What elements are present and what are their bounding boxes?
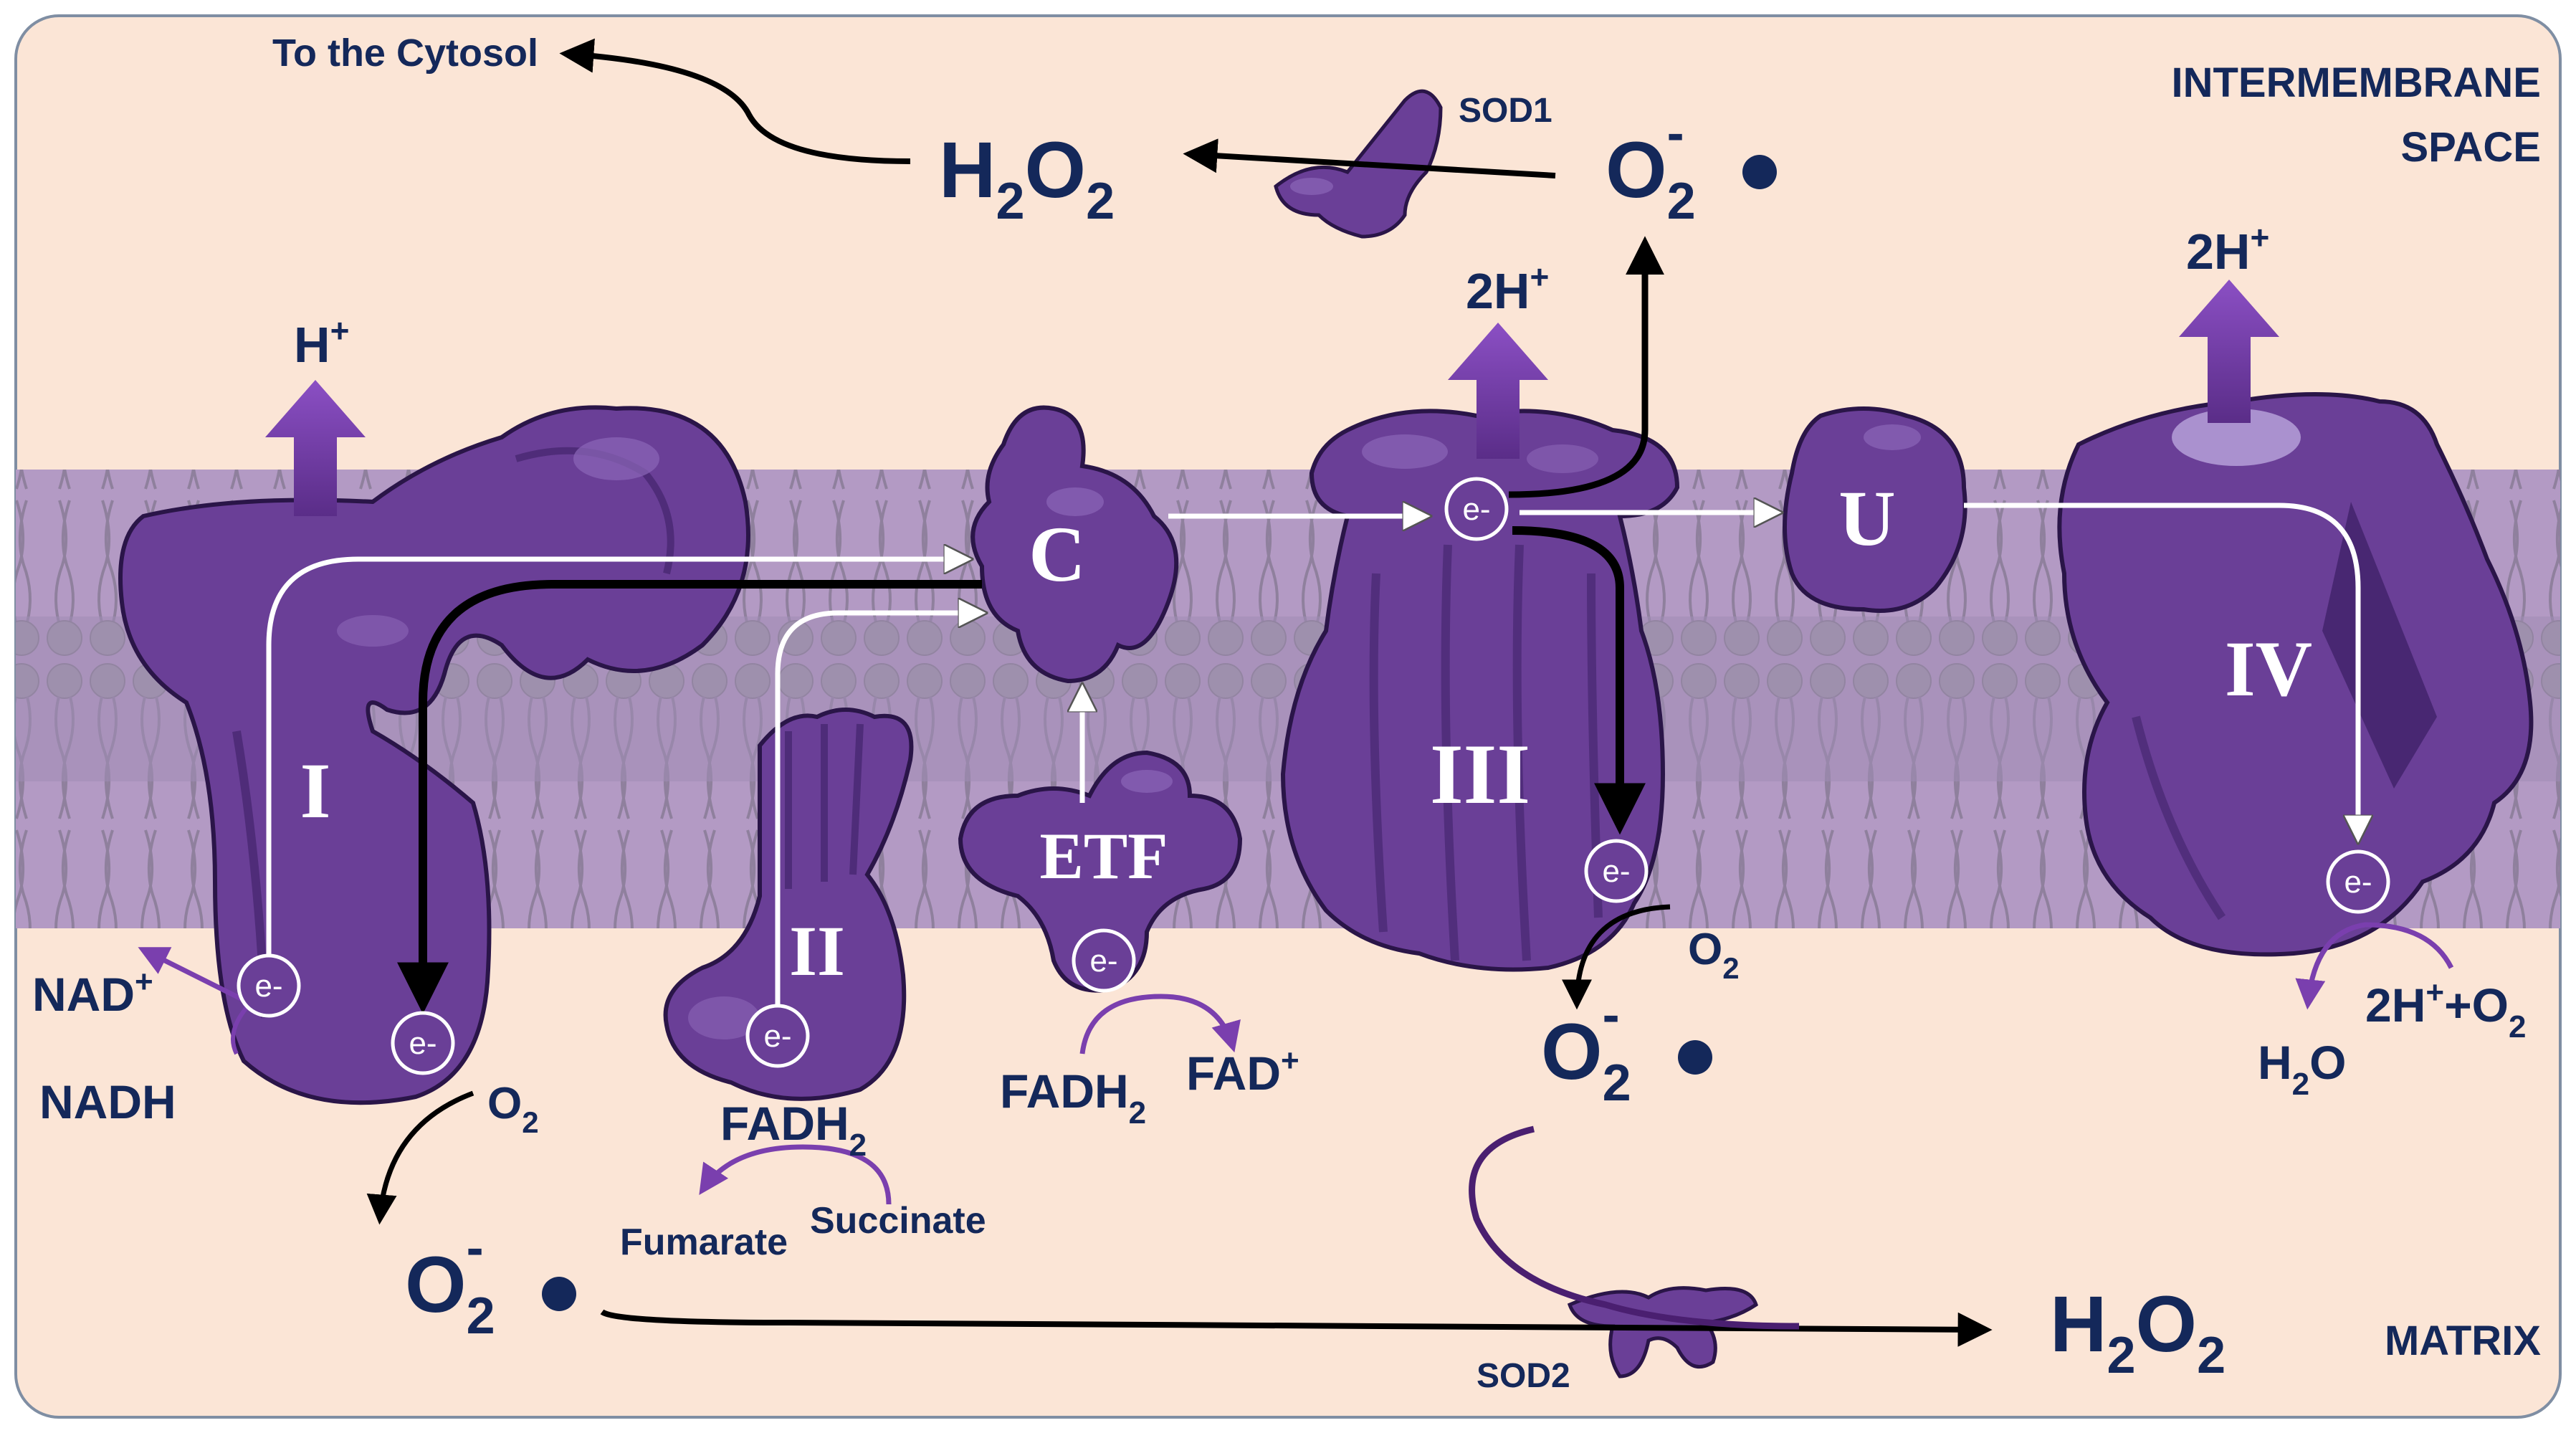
electron-badge-complex-iv: e- (2326, 849, 2390, 914)
superoxide-arrow-complex-i (366, 1090, 474, 1225)
proton-label-complex-iv: 2H+ (2186, 219, 2269, 280)
h2o2-top: H2O2 (939, 126, 1115, 230)
electron-badge-complex-iii-b: e- (1584, 839, 1649, 903)
svg-text:e-: e- (1462, 492, 1490, 527)
o2-complex-i: O2 (487, 1079, 539, 1139)
leak-arrow-complex-iii-down (1512, 526, 1646, 835)
nadh-label: NADH (39, 1075, 176, 1128)
electron-badge-complex-iii-a: e- (1444, 477, 1509, 541)
proton-arrow-complex-i (265, 380, 366, 516)
water-reaction-arrow (2295, 922, 2454, 1010)
nad-label: NAD+ (32, 964, 153, 1021)
electron-badge-etf: e- (1072, 928, 1136, 993)
sod2-reaction-arrow (600, 1309, 1993, 1347)
complex-ii-label: II (789, 911, 845, 991)
complex-c-label: C (1029, 510, 1085, 598)
proton-label-complex-iii: 2H+ (1466, 258, 1549, 319)
svg-text:O2-: O2- (1541, 986, 1631, 1112)
sod1-reaction-arrow (1183, 138, 1556, 178)
superoxide-complex-iii: O2- (1541, 986, 1712, 1112)
fadh2-reaction-arrow (1079, 994, 1241, 1054)
water-label: H2O (2258, 1036, 2347, 1102)
complex-u-shape (1783, 406, 1967, 613)
electron-path-complex-i-to-c (266, 559, 968, 986)
to-cytosol-label: To the Cytosol (272, 32, 538, 75)
complex-iv-label: IV (2225, 625, 2312, 713)
fad-label: FAD+ (1186, 1043, 1299, 1100)
svg-text:O2-: O2- (1606, 105, 1696, 230)
proton-label-complex-i: H+ (294, 312, 349, 373)
complex-iv-shape (2057, 392, 2534, 957)
etf-shape (958, 750, 1243, 993)
proton-arrow-complex-iii (1448, 323, 1548, 459)
svg-text:e-: e- (254, 968, 282, 1004)
intermembrane-label: INTERMEMBRANE (2171, 59, 2541, 106)
svg-text:e-: e- (2344, 865, 2372, 900)
electron-leak-complex-i (397, 580, 982, 1014)
complex-i-label: I (300, 747, 331, 834)
svg-text:e-: e- (409, 1026, 437, 1061)
sod2-label: SOD2 (1477, 1357, 1570, 1395)
electron-path-complex-ii-to-c (775, 613, 982, 1032)
svg-text:e-: e- (1089, 943, 1117, 979)
matrix-label: MATRIX (2385, 1318, 2541, 1364)
to-cytosol-arrow (559, 38, 911, 164)
electron-badge-complex-i-b: e- (391, 1011, 455, 1075)
sod1-label: SOD1 (1459, 92, 1552, 130)
complex-u-label: U (1838, 475, 1895, 562)
complex-c-shape (970, 405, 1179, 684)
succinate-label: Succinate (810, 1200, 986, 1242)
fumarate-label: Fumarate (620, 1222, 788, 1263)
o2-complex-iii: O2 (1688, 925, 1740, 985)
electron-badge-complex-i-a: e- (237, 953, 301, 1018)
svg-text:O2-: O2- (405, 1219, 495, 1345)
leak-arrow-complex-iii-up (1508, 236, 1664, 498)
fadh2-complex-ii: FADH2 (720, 1097, 867, 1163)
reactant-complex-iv: 2H++O2 (2365, 975, 2526, 1044)
fadh2-etf: FADH2 (1000, 1065, 1146, 1130)
superoxide-top: O2- (1606, 105, 1777, 230)
h2o2-bottom: H2O2 (2050, 1280, 2226, 1384)
complex-iii-shape (1280, 409, 1680, 972)
proton-arrow-complex-iv (2179, 280, 2279, 423)
svg-text:e-: e- (763, 1019, 791, 1054)
complex-iii-label: III (1430, 726, 1530, 822)
electron-path-u-to-iv (1964, 503, 2358, 839)
sod2-link (1469, 1125, 1800, 1330)
etf-label: ETF (1040, 819, 1168, 892)
electron-badge-complex-ii: e- (745, 1004, 810, 1068)
svg-text:e-: e- (1602, 854, 1630, 889)
space-label: SPACE (2400, 124, 2541, 171)
superoxide-complex-i: O2- (405, 1219, 576, 1345)
succinate-reaction-arrow (699, 1144, 892, 1205)
superoxide-arrow-complex-iii (1562, 904, 1671, 1010)
complex-ii-shape (663, 708, 914, 1101)
